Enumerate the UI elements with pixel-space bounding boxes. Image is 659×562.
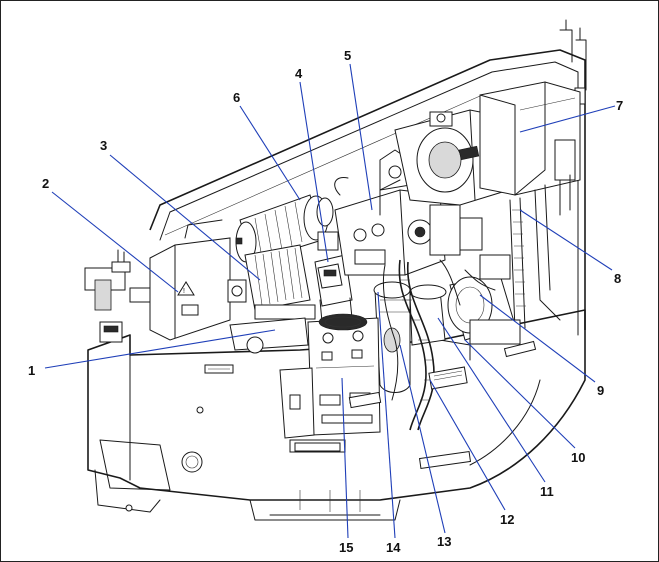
leader-13 [399,344,446,534]
leader-1 [44,329,276,369]
callout-11: 11 [540,484,554,499]
control-box [314,231,353,323]
callout-5: 5 [344,48,351,63]
leader-2 [51,191,179,293]
leader-7 [519,105,616,133]
callouts: 1 2 3 4 5 6 7 8 9 10 11 12 13 14 15 [28,48,623,555]
callout-15: 15 [339,540,353,555]
callout-14: 14 [386,540,401,555]
callout-3: 3 [100,138,107,153]
leader-8 [519,209,613,271]
label-plates [294,366,468,452]
callout-8: 8 [614,271,621,286]
callout-7: 7 [616,98,623,113]
leader-3 [109,154,261,281]
callout-2: 2 [42,176,49,191]
lower-canister [439,254,521,361]
leader-15 [341,377,349,539]
cylindrical-motor [235,194,334,263]
callout-10: 10 [571,450,585,465]
leader-14 [377,291,396,539]
leader-10 [464,339,576,449]
top-right-housing [479,81,581,216]
callout-13: 13 [437,534,451,549]
leader-12 [429,379,506,511]
left-cabinet: ! [149,219,231,341]
pump-block [334,149,483,276]
leader-5 [349,63,373,211]
hoses [382,259,496,431]
callout-4: 4 [295,66,303,81]
leader-4 [299,81,329,263]
left-valve-assembly [84,249,151,343]
leader-lines [44,63,616,539]
cable-rail [509,184,561,331]
callout-12: 12 [500,512,514,527]
callout-9: 9 [597,383,604,398]
svg-text:!: ! [183,288,185,295]
leader-9 [479,294,596,383]
callout-1: 1 [28,363,35,378]
leader-6 [239,105,301,201]
coil-pack [227,244,316,320]
leader-11 [437,317,546,483]
callout-6: 6 [233,90,240,105]
